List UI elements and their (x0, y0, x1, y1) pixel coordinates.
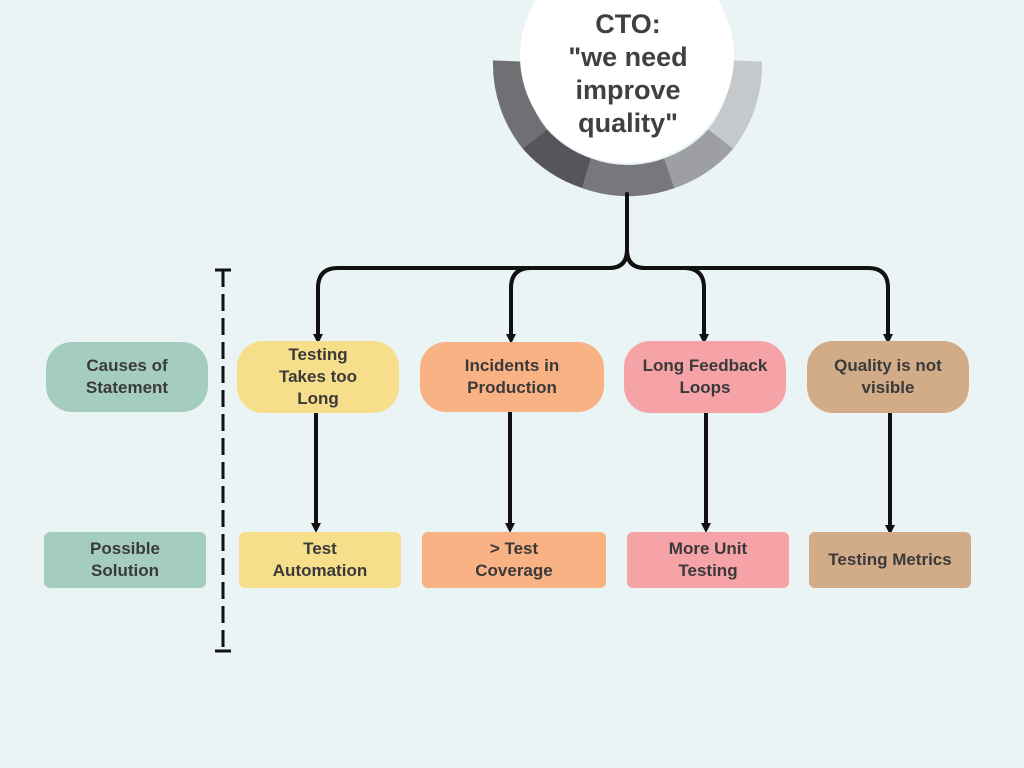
ring-segment (582, 158, 675, 197)
solution-box: More Unit Testing (627, 532, 789, 588)
ring-segment (708, 60, 763, 149)
row-label-solution: Possible Solution (44, 532, 206, 588)
cause-box: Long Feedback Loops (624, 341, 786, 413)
solution-box: Test Automation (239, 532, 401, 588)
cause-box: Quality is not visible (807, 341, 969, 413)
branch-to-cause-4 (625, 248, 893, 344)
row-label-causes: Causes of Statement (46, 342, 208, 412)
branch-to-cause-3 (625, 248, 709, 344)
ring-segment (492, 60, 547, 149)
branch-to-cause-2 (506, 248, 629, 344)
cause-box: Incidents in Production (420, 342, 604, 412)
statement-circle (520, 0, 734, 163)
cause-box: Testing Takes too Long (237, 341, 399, 413)
ring-segment (522, 129, 592, 189)
row-divider (215, 268, 231, 653)
statement-text: CTO: "we need improve quality" (568, 9, 688, 138)
ring-segment (664, 129, 734, 189)
solution-box: > Test Coverage (422, 532, 606, 588)
branch-to-cause-1 (313, 248, 629, 344)
solution-box: Testing Metrics (809, 532, 971, 588)
ring-segments (492, 60, 763, 197)
connectors (311, 192, 895, 535)
